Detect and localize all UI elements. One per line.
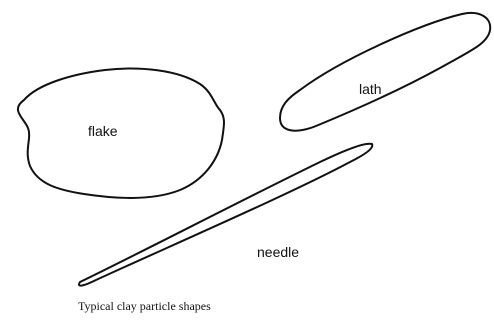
flake-label: flake	[88, 123, 118, 139]
lath-outline	[280, 13, 490, 131]
needle-label: needle	[257, 244, 299, 260]
flake-outline	[18, 69, 224, 198]
flake-particle: flake	[18, 69, 224, 198]
needle-particle: needle	[79, 144, 372, 286]
figure-caption: Typical clay particle shapes	[78, 299, 211, 314]
needle-outline	[79, 144, 372, 286]
lath-label: lath	[359, 81, 382, 97]
lath-particle: lath	[280, 13, 490, 131]
